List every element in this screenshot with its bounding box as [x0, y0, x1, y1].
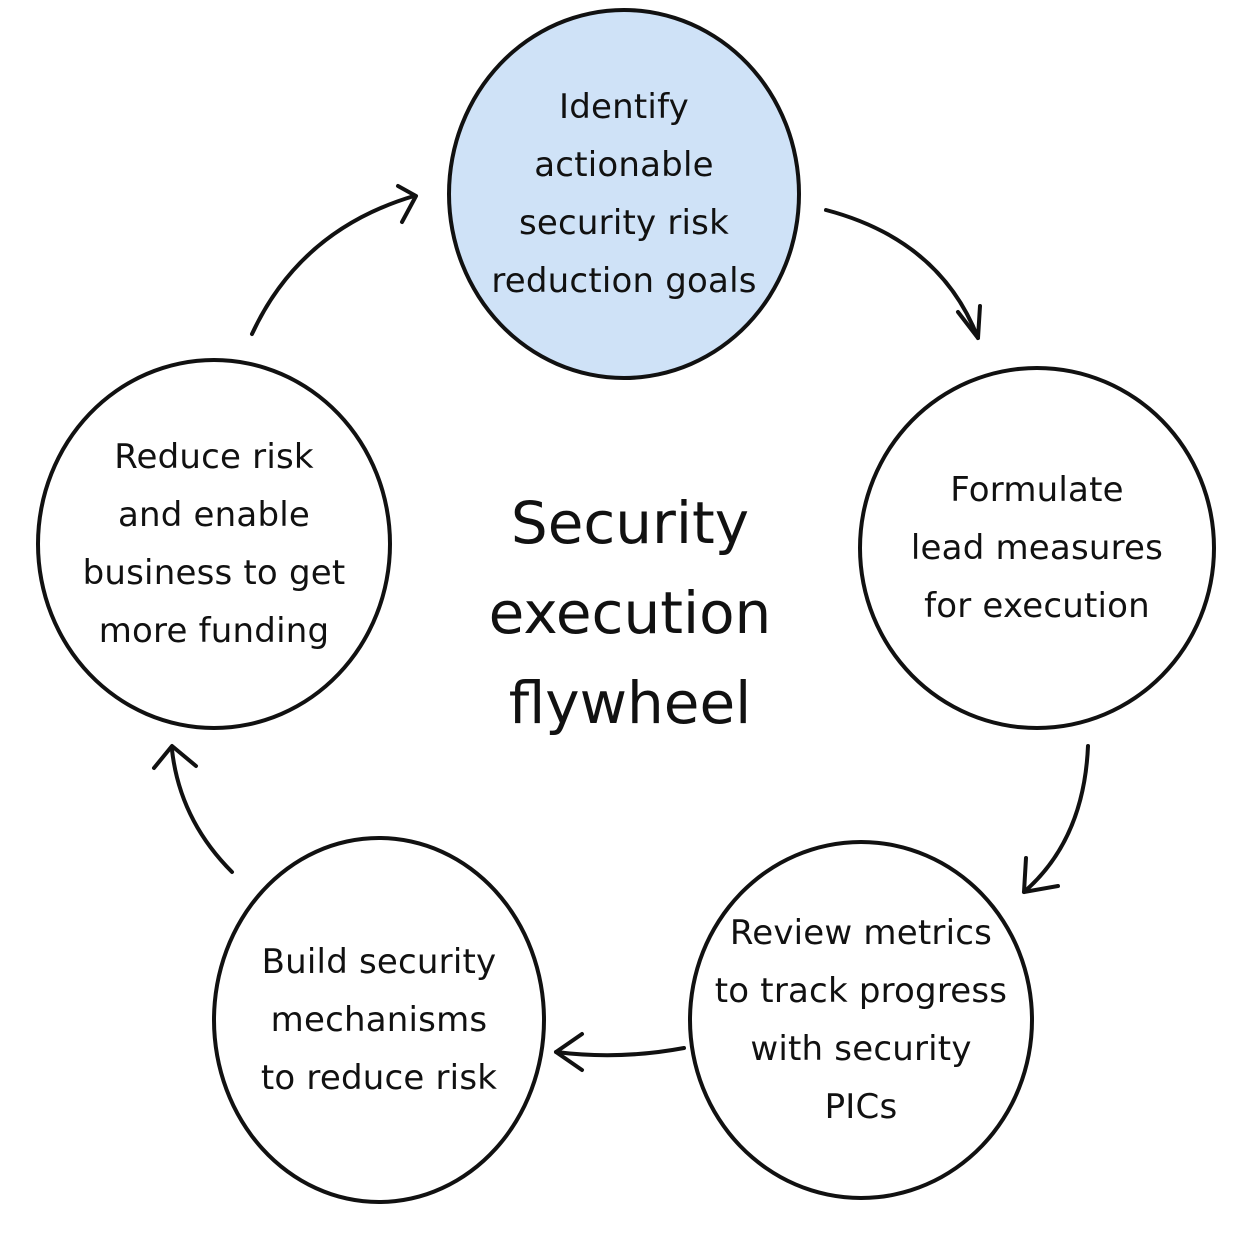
node-formulate-lead-measures: Formulate lead measures for execution	[858, 366, 1216, 730]
node-text-line: mechanisms	[270, 1000, 488, 1040]
arrow-formulate-to-review	[1022, 744, 1090, 894]
node-text-line: lead measures	[910, 528, 1164, 568]
node-text-line: Reduce risk	[114, 437, 314, 477]
arrowhead-identify-to-formulate	[956, 304, 982, 340]
title-line: execution	[488, 579, 772, 647]
arrowhead-review-to-build	[554, 1032, 584, 1072]
arrow-build-to-reduce	[170, 748, 234, 874]
node-text-line: to track progress	[714, 971, 1008, 1011]
node-text-line: Review metrics	[729, 913, 993, 953]
node-text-line: for execution	[924, 586, 1150, 626]
arrow-review-to-build	[554, 1046, 686, 1058]
arrow-identify-to-formulate	[824, 208, 980, 340]
node-label: Review metrics to track progress with se…	[715, 904, 1007, 1136]
arrowhead-reduce-to-identify	[396, 184, 418, 224]
node-text-line: to reduce risk	[260, 1058, 498, 1098]
node-label: Build security mechanisms to reduce risk	[261, 933, 497, 1107]
node-text-line: business to get	[82, 553, 346, 593]
node-text-line: with security	[750, 1029, 972, 1069]
node-text-line: Formulate	[950, 470, 1124, 510]
node-text-line: and enable	[117, 495, 310, 535]
node-review-metrics: Review metrics to track progress with se…	[688, 840, 1034, 1200]
node-text-line: Identify	[559, 87, 689, 127]
diagram-title: Security execution flywheel	[440, 478, 820, 748]
node-build-mechanisms: Build security mechanisms to reduce risk	[212, 836, 546, 1204]
node-label: Formulate lead measures for execution	[911, 461, 1163, 635]
node-text-line: reduction goals	[491, 261, 757, 301]
node-reduce-risk: Reduce risk and enable business to get m…	[36, 358, 392, 730]
node-text-line: Build security	[261, 942, 497, 982]
node-text-line: security risk	[518, 203, 729, 243]
arrowhead-formulate-to-review	[1022, 856, 1060, 894]
arrow-reduce-to-identify	[250, 194, 416, 336]
node-identify-goals: Identify actionable security risk reduct…	[447, 8, 801, 380]
node-label: Identify actionable security risk reduct…	[491, 78, 756, 310]
title-line: Security	[510, 489, 750, 557]
node-text-line: actionable	[534, 145, 714, 185]
node-text-line: PICs	[824, 1087, 898, 1127]
title-line: flywheel	[508, 669, 752, 737]
node-text-line: more funding	[98, 611, 330, 651]
arrowhead-build-to-reduce	[152, 744, 198, 770]
node-label: Reduce risk and enable business to get m…	[83, 428, 346, 660]
